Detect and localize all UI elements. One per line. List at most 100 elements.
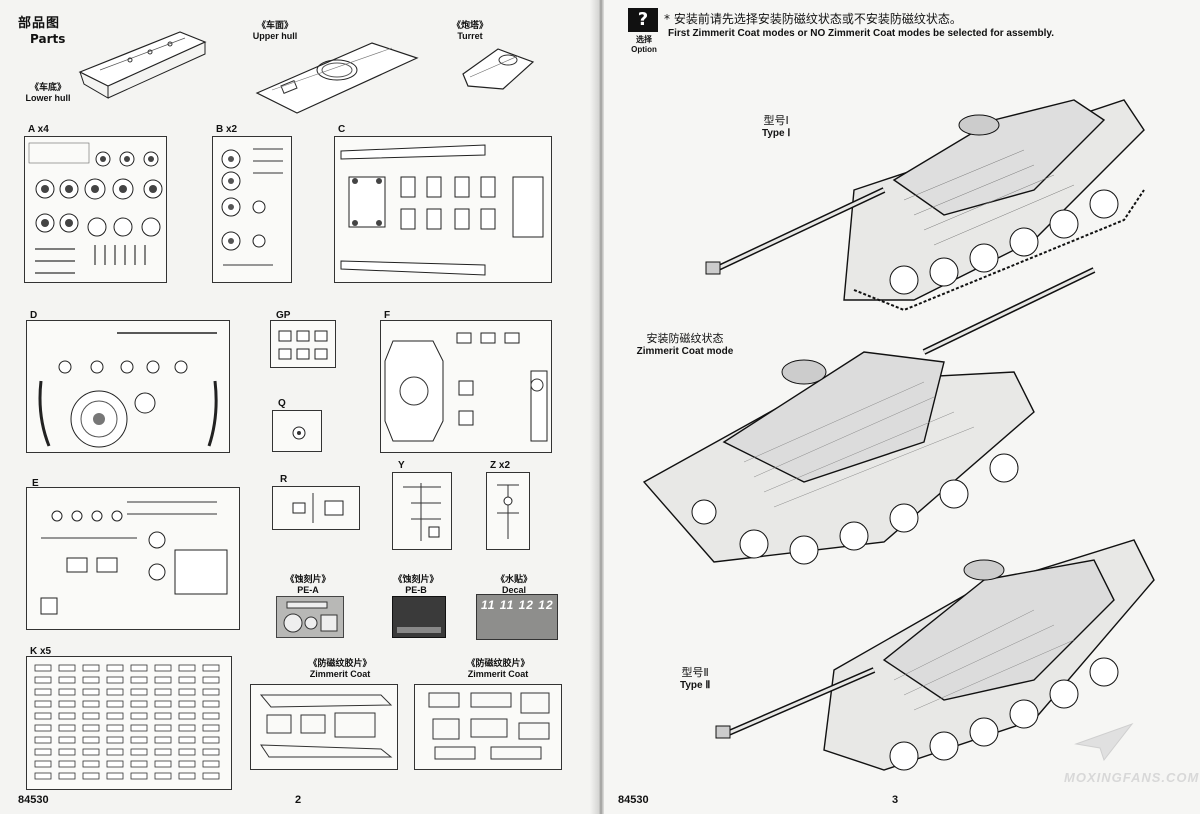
sprue-c (334, 136, 552, 283)
track-link-part (130, 736, 148, 744)
track-link-part (202, 772, 220, 780)
track-link-part (202, 736, 220, 744)
track-link-part (202, 712, 220, 720)
instruction-en: First Zimmerit Coat modes or NO Zimmerit… (668, 28, 1055, 39)
track-link-part (178, 700, 196, 708)
track-link-part (130, 688, 148, 696)
track-link-part (178, 688, 196, 696)
track-link-part (178, 772, 196, 780)
sprue-label-q: Q (278, 398, 286, 409)
track-link-part (154, 664, 172, 672)
zimmerit-label-1: 《防磁纹胶片》Zimmerit Coat (308, 658, 372, 679)
track-link-part (154, 700, 172, 708)
tank-type-1-drawing (705, 99, 1145, 312)
track-link-part (202, 760, 220, 768)
sprue-y (392, 472, 452, 550)
track-link-part (58, 700, 76, 708)
sprue-gp (270, 320, 336, 368)
track-link-part (106, 700, 124, 708)
track-link-part (130, 724, 148, 732)
track-link-part (106, 772, 124, 780)
track-link-part (130, 700, 148, 708)
track-link-part (34, 724, 52, 732)
track-link-part (58, 712, 76, 720)
track-link-part (58, 736, 76, 744)
upper-hull-drawing (255, 42, 419, 114)
zimmerit-sheet-2 (414, 684, 562, 770)
sprue-k (26, 656, 232, 790)
sprue-f (380, 320, 552, 453)
watermark-text: MOXINGFANS.COM (1064, 770, 1200, 785)
track-link-part (202, 664, 220, 672)
track-link-part (82, 772, 100, 780)
track-link-part (34, 676, 52, 684)
track-link-part (82, 700, 100, 708)
track-link-part (154, 736, 172, 744)
track-link-part (58, 676, 76, 684)
track-link-part (202, 724, 220, 732)
track-link-part (130, 664, 148, 672)
lower-hull-label: 《车底》Lower hull (25, 82, 71, 103)
right-footer-code: 84530 (618, 794, 649, 806)
track-link-part (106, 724, 124, 732)
track-link-part (106, 664, 124, 672)
left-footer-code: 84530 (18, 794, 49, 806)
track-link-part (130, 760, 148, 768)
track-link-part (130, 676, 148, 684)
sprue-b (212, 136, 292, 283)
decal-label: 《水贴》Decal (495, 574, 532, 595)
track-link-part (202, 748, 220, 756)
sprue-label-f: F (384, 310, 391, 321)
track-link-part (106, 736, 124, 744)
sprue-label-gp: GP (276, 310, 291, 321)
type1-label: 型号Ⅰ Type Ⅰ (762, 114, 791, 139)
zimmerit-mode-label: 安装防磁纹状态 Zimmerit Coat mode (636, 332, 734, 357)
track-link-part (106, 748, 124, 756)
type2-label: 型号Ⅱ Type Ⅱ (680, 666, 711, 691)
track-link-part (202, 700, 220, 708)
track-link-part (130, 772, 148, 780)
track-link-part (154, 712, 172, 720)
track-link-part (58, 760, 76, 768)
track-link-part (34, 772, 52, 780)
zimmerit-label-2: 《防磁纹胶片》Zimmerit Coat (466, 658, 530, 679)
sprue-z (486, 472, 530, 550)
pe-b-label: 《蚀刻片》PE-B (393, 574, 439, 595)
track-link-part (58, 772, 76, 780)
sprue-q (272, 410, 322, 452)
sprue-label-y: Y (398, 460, 405, 471)
sprue-d (26, 320, 230, 453)
track-link-part (106, 760, 124, 768)
sprue-label-r: R (280, 474, 288, 485)
track-link-part (82, 736, 100, 744)
sprue-r (272, 486, 360, 530)
track-link-part (34, 688, 52, 696)
tank-zimmerit-drawing (642, 267, 1096, 565)
track-link-part (58, 664, 76, 672)
tank-type-2-drawing (715, 539, 1155, 771)
sprue-label-a: A x4 (28, 124, 49, 135)
track-link-part (178, 676, 196, 684)
decal-sheet: 11 11 12 12 (476, 594, 558, 640)
upper-hull-label: 《车面》Upper hull (252, 20, 298, 41)
sprue-label-z: Z x2 (490, 460, 511, 471)
pe-b-sheet (392, 596, 446, 638)
track-link-part (82, 664, 100, 672)
track-link-part (34, 700, 52, 708)
track-link-part (130, 748, 148, 756)
right-page-number: 3 (892, 794, 899, 806)
track-link-part (178, 748, 196, 756)
parts-page: 部品图 Parts 《车底》Lower hull 《车面》Upper hull … (0, 0, 598, 814)
parts-title-cn: 部品图 (18, 16, 61, 31)
zimmerit-sheet-1 (250, 684, 398, 770)
track-link-part (106, 688, 124, 696)
track-link-part (154, 676, 172, 684)
track-link-part (34, 760, 52, 768)
pe-a-sheet (276, 596, 344, 638)
pe-a-label: 《蚀刻片》PE-A (285, 574, 331, 595)
left-page-number: 2 (295, 794, 302, 806)
sprue-label-b: B x2 (216, 124, 238, 135)
